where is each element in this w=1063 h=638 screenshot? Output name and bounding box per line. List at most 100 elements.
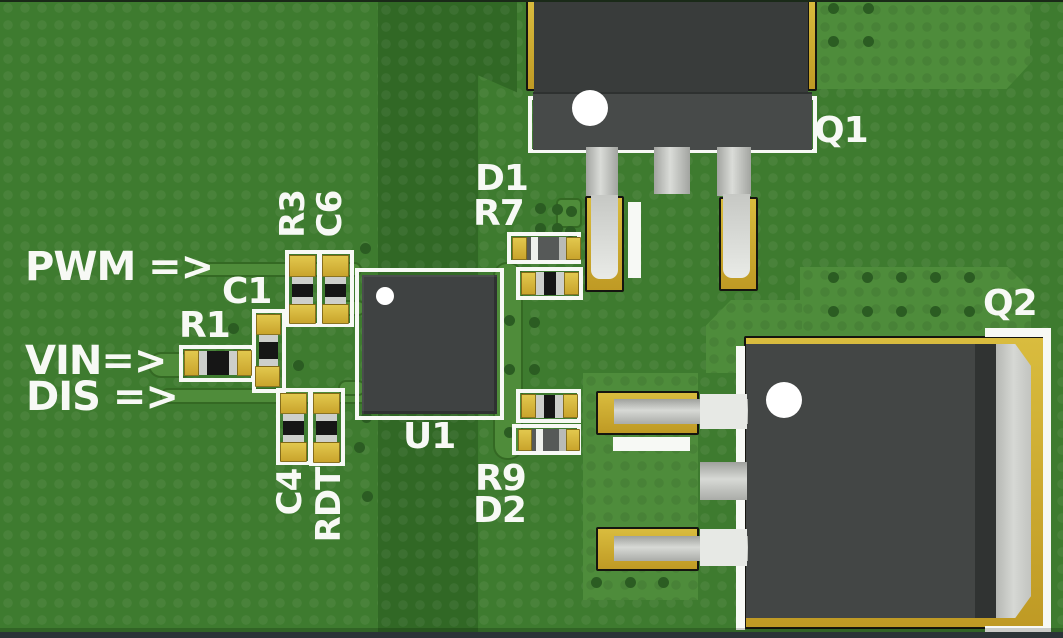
r1-pad-left <box>184 350 199 376</box>
c4-pad-bottom <box>280 442 307 462</box>
c6-outline <box>318 250 354 327</box>
board-edge-bottom <box>0 632 1063 638</box>
c6-pad-bottom <box>322 304 349 324</box>
d1-pad-right <box>566 237 581 260</box>
q2-pin1-marker <box>766 382 802 418</box>
via <box>896 306 907 317</box>
q2-leg-top-bright <box>700 394 747 429</box>
signal-label-vin: VIN=> <box>25 338 167 384</box>
via <box>862 272 873 283</box>
refdes-q2: Q2 <box>983 283 1038 324</box>
via <box>535 223 546 234</box>
refdes-d2: D2 <box>473 490 527 531</box>
rdt-body <box>316 414 337 442</box>
q2-body-edge-stripe <box>975 344 996 618</box>
via <box>964 306 975 317</box>
u1-silkscreen-outline <box>355 268 504 420</box>
r1-pad-right <box>237 350 252 376</box>
r7-pad-right <box>564 272 579 295</box>
via <box>863 36 874 47</box>
via <box>896 272 907 283</box>
board-edge-bottom-shade <box>0 628 1063 632</box>
refdes-c1: C1 <box>222 271 272 312</box>
refdes-u1: U1 <box>403 416 456 457</box>
via <box>360 243 371 254</box>
r7-outline <box>516 267 583 300</box>
via <box>658 577 669 588</box>
via <box>354 442 365 453</box>
r9-pad-left <box>521 394 536 418</box>
q2-silkscreen-bottom <box>985 626 1051 635</box>
refdes-q1: Q1 <box>814 110 869 151</box>
via <box>566 206 577 217</box>
refdes-d1: D1 <box>475 158 529 199</box>
r9-body <box>536 395 563 418</box>
r3-pad-bottom <box>289 304 316 324</box>
r9-outline <box>516 389 581 423</box>
c4-body <box>283 414 304 442</box>
signal-label-pwm: PWM => <box>25 244 214 290</box>
r7-body <box>536 272 564 295</box>
q1-tab-pad-right-edge <box>807 0 817 91</box>
refdes-r9: R9 <box>475 458 527 499</box>
r7-pad-left <box>521 272 536 295</box>
via <box>362 491 373 502</box>
copper-zone-above-q2 <box>800 267 1031 338</box>
via <box>828 36 839 47</box>
refdes-rdt: RDT <box>309 467 349 543</box>
via <box>828 3 839 14</box>
via <box>591 577 602 588</box>
d1-pad-left <box>512 237 527 260</box>
d2-pad-left <box>518 429 532 451</box>
via <box>552 204 563 215</box>
refdes-c4: C4 <box>270 468 310 516</box>
via <box>504 364 515 375</box>
r3-pad-top <box>289 255 316 277</box>
via <box>862 306 873 317</box>
r3-body <box>292 277 313 304</box>
refdes-r7: R7 <box>473 193 525 234</box>
q2-silkscreen-bar <box>613 437 690 451</box>
via <box>930 306 941 317</box>
c1-pad-bottom <box>255 366 280 387</box>
c1-body <box>259 335 278 366</box>
d1-body <box>527 237 566 260</box>
q1-tab <box>534 0 808 92</box>
r1-outline <box>179 345 255 382</box>
via <box>293 360 304 371</box>
q1-pin1-marker <box>572 90 608 126</box>
c1-pad-top <box>256 314 281 335</box>
q1-leg-left-foot <box>591 195 618 279</box>
refdes-r3: R3 <box>273 190 313 238</box>
via <box>535 203 546 214</box>
refdes-c6: C6 <box>310 190 350 238</box>
via <box>828 306 839 317</box>
q2-leg-bottom-bright <box>700 529 747 566</box>
rdt-outline <box>309 388 345 466</box>
q1-leg-right <box>717 147 751 196</box>
via <box>504 315 515 326</box>
refdes-r1: R1 <box>179 305 231 346</box>
q2-leg-middle-stub <box>700 462 747 500</box>
via <box>625 577 636 588</box>
q2-tab-metal <box>996 344 1031 618</box>
via <box>565 226 576 237</box>
r1-body <box>199 351 237 375</box>
u1-pin1-marker <box>376 287 394 305</box>
q1-leg-right-foot <box>723 194 750 278</box>
q2-silkscreen-right <box>1043 328 1051 636</box>
via <box>828 272 839 283</box>
c6-pad-top <box>322 255 349 277</box>
via <box>930 272 941 283</box>
c6-body <box>325 277 346 304</box>
rdt-pad-top <box>313 393 340 414</box>
copper-zone-top-right <box>817 2 1030 89</box>
via <box>504 427 515 438</box>
q2-silkscreen-top <box>985 328 1051 337</box>
q1-leg-left <box>586 147 618 196</box>
rdt-pad-bottom <box>313 442 340 463</box>
via <box>529 317 540 328</box>
via <box>552 223 563 234</box>
via <box>863 3 874 14</box>
